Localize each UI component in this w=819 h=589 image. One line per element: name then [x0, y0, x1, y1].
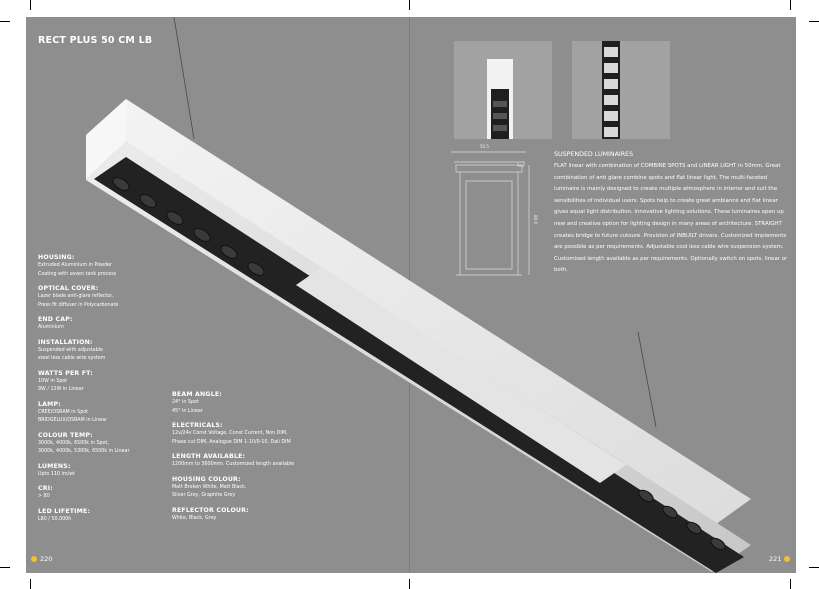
spec-lamp: LAMP:CREE/OSRAM in Spot BRIDGELUX/OSRAM … [38, 400, 108, 424]
suspension-wire-right [637, 331, 657, 428]
spot-cluster-left [112, 177, 265, 276]
spec-lumens: LUMENS:Upto 110 lm/wt [38, 462, 76, 477]
spec-electricals: ELECTRICALS:12v/24v Const Voltage, Const… [172, 422, 291, 445]
spec-beam-angle: BEAM ANGLE:24° in Spot 45° in Linear [172, 391, 222, 414]
thumbnail-underside-view [572, 41, 670, 139]
spec-housing-colour: HOUSING COLOUR:Matt Broken White, Matt B… [172, 475, 247, 499]
spec-cri: CRI:> 80 [38, 485, 53, 499]
product-description: SUSPENDED LUMINAIRES FLAT linear with co… [554, 150, 790, 277]
crop-mark [30, 579, 31, 589]
crop-mark [790, 579, 791, 589]
spec-colour-temp: COLOUR TEMP:3000k, 4000k, 6500k in Spot,… [38, 431, 130, 455]
bullet-dot-icon [784, 556, 791, 562]
thumbnail-end-view [454, 41, 552, 139]
page-number-right: 221 [769, 555, 791, 563]
crop-mark [809, 567, 819, 568]
spot-cluster-right [638, 489, 726, 551]
description-heading: SUSPENDED LUMINAIRES [554, 151, 634, 158]
dimension-height: 80.0 [532, 215, 538, 224]
spec-end-cap: END CAP:Aluminium [38, 316, 73, 330]
crop-mark [409, 579, 410, 589]
description-body: FLAT linear with combination of COMBINE … [554, 163, 788, 274]
spec-reflector-colour: REFLECTOR COLOUR:White, Black, Grey [172, 506, 249, 521]
dimension-width: 50.5 [480, 144, 489, 149]
page-number-left: 220 [31, 555, 52, 563]
lamp-linear-diffuser [296, 267, 626, 483]
crop-mark [0, 567, 10, 568]
spec-list-middle: BEAM ANGLE:24° in Spot 45° in Linear ELE… [172, 391, 352, 529]
suspension-wire-left [173, 17, 195, 140]
spec-led-lifetime: LED LIFETIME:L80 / 50,000h [38, 507, 91, 522]
spec-watts: WATTS PER FT:10W in Spot 9W / 12W in Lin… [38, 369, 93, 393]
crop-mark [0, 21, 10, 22]
crop-mark [790, 0, 791, 10]
lamp-end-cap [86, 99, 126, 180]
product-title: RECT PLUS 50 CM LB [38, 35, 153, 46]
spec-installation: INSTALLATION:Suspended with adjustable s… [38, 338, 106, 362]
lamp-top-face [86, 99, 751, 527]
profile-drawing [451, 151, 530, 276]
spec-optical-cover: OPTICAL COVER:Lazer blade anti-glare ref… [38, 285, 119, 308]
spec-length: LENGTH AVAILABLE:1200mm to 3600mm. Custo… [172, 453, 295, 467]
product-image [86, 17, 751, 573]
crop-mark [30, 0, 31, 10]
crop-mark [809, 21, 819, 22]
spec-list-left: HOUSING:Extruded Aluminium in Powder Coa… [38, 254, 188, 530]
spec-housing: HOUSING:Extruded Aluminium in Powder Coa… [38, 254, 117, 277]
bullet-dot-icon [31, 556, 37, 562]
brochure-spread: 50.5 80.0 RECT PLUS 50 CM LB HOUSING:Ext… [26, 17, 796, 573]
crop-mark [409, 0, 410, 10]
